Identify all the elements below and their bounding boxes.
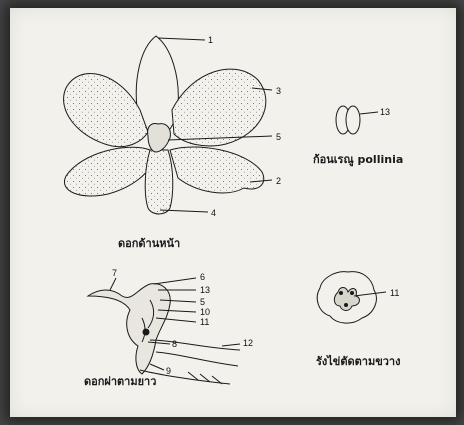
section-label-10: 10 [200,307,210,317]
ovary-cross-section [317,272,386,323]
orchid-front-view [64,36,272,214]
section-label-9: 9 [166,366,171,376]
section-label-11: 11 [200,317,209,327]
longitudinal-section [88,278,240,384]
section-label-13: 13 [200,285,210,295]
caption-front-view: ดอกด้านหน้า [118,234,180,252]
pollinia-drawing [336,106,378,134]
front-label-2: 2 [276,176,281,186]
section-label-6: 6 [200,272,205,282]
section-label-5: 5 [200,297,205,307]
caption-longitudinal-section: ดอกผ่าตามยาว [84,372,156,390]
section-label-7: 7 [112,268,117,278]
front-label-5: 5 [276,132,281,142]
front-label-1: 1 [208,35,213,45]
front-label-3: 3 [276,86,281,96]
pollinia-label-13: 13 [380,107,390,117]
caption-ovary-cross-section: รังไข่ตัดตามขวาง [316,352,400,370]
column [148,124,171,153]
section-label-12: 12 [243,338,253,348]
front-label-4: 4 [211,208,216,218]
section-label-8: 8 [172,339,177,349]
caption-pollinia: ก้อนเรณู pollinia [313,150,403,168]
ovary-label-11: 11 [390,288,399,298]
